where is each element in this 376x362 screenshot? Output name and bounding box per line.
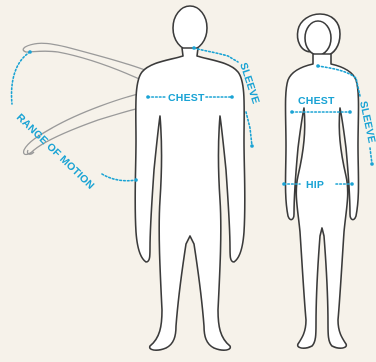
range-of-motion-label: RANGE OF MOTION [14,112,97,192]
male-chest-label: CHEST [168,92,205,104]
hip-label: HIP [306,179,324,191]
male-body-icon [135,6,245,350]
range-of-motion-arc-end [102,174,136,181]
female-sleeve-label: SLEEVE [357,100,376,144]
range-of-motion-arc [12,52,30,104]
female-chest-label: CHEST [298,95,335,107]
